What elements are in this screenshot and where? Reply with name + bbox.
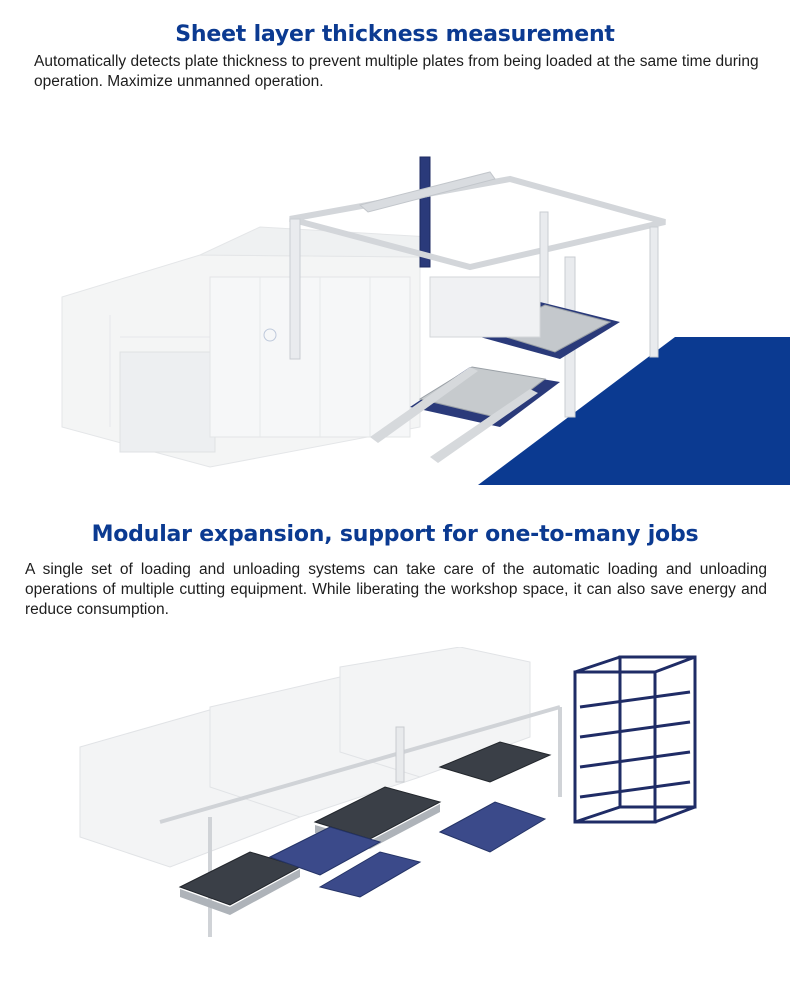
section-title: Modular expansion, support for one-to-ma…: [91, 522, 699, 547]
section-description: A single set of loading and unloading sy…: [25, 561, 767, 618]
section-thickness-measurement: Sheet layer thickness measurement Automa…: [0, 22, 790, 492]
section-description: Automatically detects plate thickness to…: [34, 53, 759, 90]
multi-machine-line-illustration: [0, 647, 790, 982]
loading-gantry-illustration: [0, 127, 790, 487]
section-modular-expansion: Modular expansion, support for one-to-ma…: [0, 522, 790, 982]
section-title: Sheet layer thickness measurement: [175, 22, 615, 47]
